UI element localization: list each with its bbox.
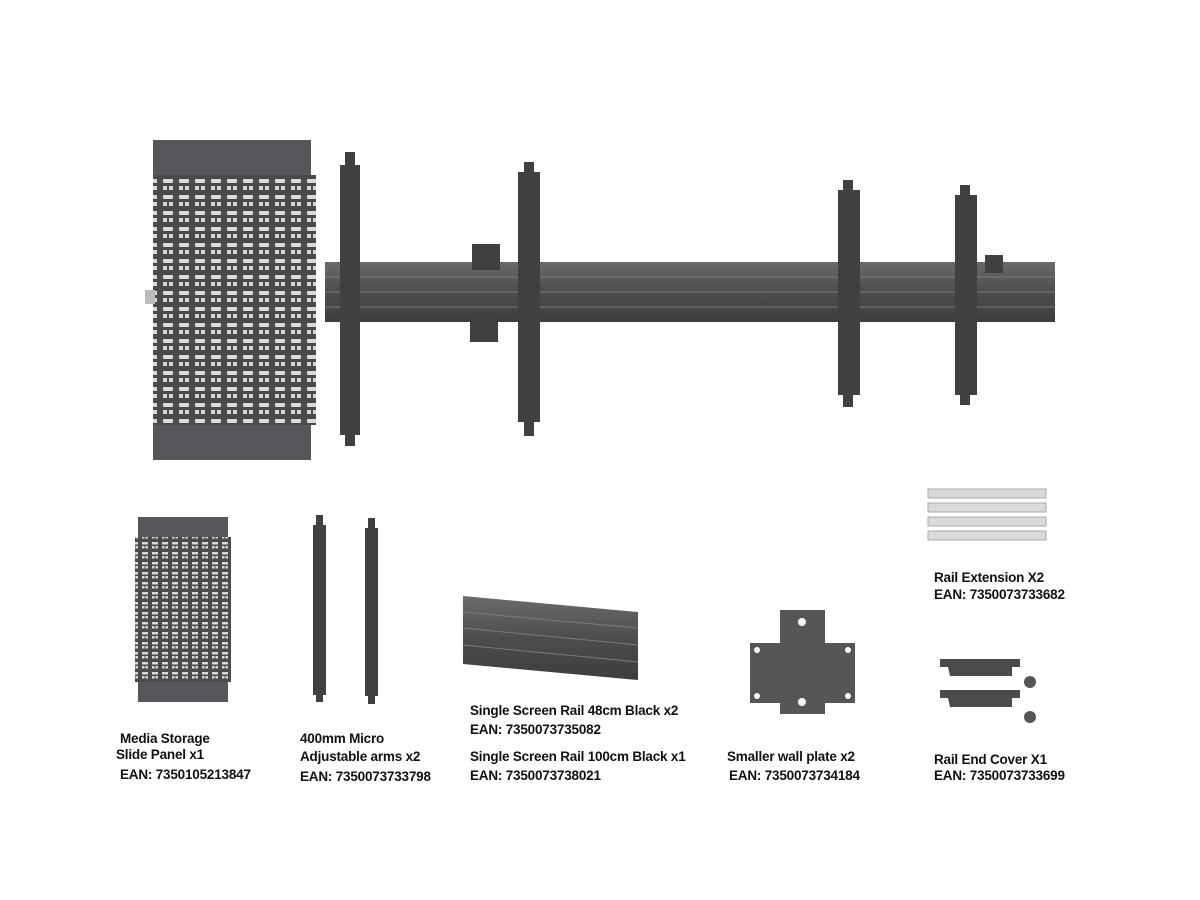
- arms-part: [313, 515, 378, 704]
- rail-extension-part: [927, 488, 1047, 541]
- rail-end-cover-part: [940, 659, 1036, 723]
- arms-name-line2: Adjustable arms x2: [300, 749, 421, 764]
- media-panel-part: [135, 517, 231, 702]
- rail-48-name: Single Screen Rail 48cm Black x2: [470, 703, 679, 718]
- main-rail: [325, 262, 1055, 322]
- rail-48-ean: EAN: 7350073735082: [470, 722, 601, 737]
- arms-ean: EAN: 7350073733798: [300, 769, 431, 784]
- main-media-panel: [145, 140, 316, 460]
- media-panel-name-line1: Media Storage: [120, 731, 210, 746]
- main-arms: [340, 152, 1003, 446]
- rail-100-name: Single Screen Rail 100cm Black x1: [470, 749, 686, 764]
- arms-name-line1: 400mm Micro: [300, 731, 385, 746]
- rail-extension-name: Rail Extension X2: [934, 570, 1044, 585]
- rail-part: [462, 596, 639, 680]
- rail-end-cover-ean: EAN: 7350073733699: [934, 768, 1065, 783]
- media-panel-name-line2: Slide Panel x1: [116, 747, 204, 762]
- wall-plate-ean: EAN: 7350073734184: [729, 768, 860, 783]
- media-panel-ean: EAN: 7350105213847: [120, 767, 251, 782]
- wall-plate-name: Smaller wall plate x2: [727, 749, 855, 764]
- rail-end-cover-name: Rail End Cover X1: [934, 752, 1047, 767]
- main-assembly: [145, 140, 1055, 460]
- rail-100-ean: EAN: 7350073738021: [470, 768, 601, 783]
- wall-plate-part: [750, 610, 855, 714]
- rail-extension-ean: EAN: 7350073733682: [934, 587, 1065, 602]
